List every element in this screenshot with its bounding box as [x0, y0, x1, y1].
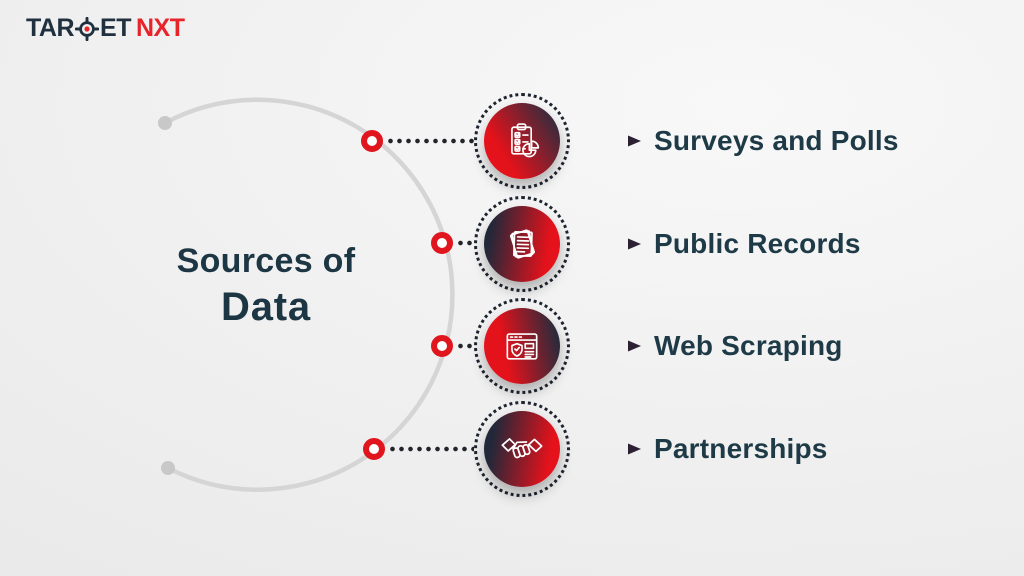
item-label: Partnerships — [654, 433, 828, 464]
page-title: Sources of Data — [80, 242, 452, 330]
page-title-line1: Sources of — [176, 242, 356, 280]
arc-node-marker — [431, 232, 453, 254]
item-icon-frame — [474, 298, 570, 394]
item-label: Web Scraping — [654, 330, 843, 361]
brand-logo-accent: NXT — [135, 14, 185, 42]
brand-logo-text-1: TAR — [26, 14, 75, 42]
handshake-icon — [484, 411, 560, 487]
brand-logo: TAR ET NXT — [26, 14, 185, 43]
dotted-connector — [388, 446, 474, 452]
page-title-line2: Data — [221, 285, 311, 329]
clipboard-survey-icon — [484, 103, 560, 179]
item-icon-frame — [474, 196, 570, 292]
brand-logo-text-2: ET — [100, 14, 131, 42]
arrow-right-icon — [577, 340, 641, 352]
arc-node-marker — [431, 335, 453, 357]
item-icon-frame — [474, 401, 570, 497]
arrow-right-icon — [577, 135, 641, 147]
target-crosshair-icon — [74, 16, 100, 41]
item-label: Public Records — [654, 228, 861, 259]
arrow-right-icon — [577, 238, 641, 250]
stacked-documents-icon — [484, 206, 560, 282]
arrow-right-icon — [577, 443, 641, 455]
item-icon-frame — [474, 93, 570, 189]
dotted-connector — [456, 343, 474, 349]
browser-shield-icon — [484, 308, 560, 384]
dotted-connector — [456, 240, 474, 246]
arc-node-marker — [361, 130, 383, 152]
item-label: Surveys and Polls — [654, 125, 899, 156]
dotted-connector — [386, 138, 474, 144]
arc-node-marker — [363, 438, 385, 460]
